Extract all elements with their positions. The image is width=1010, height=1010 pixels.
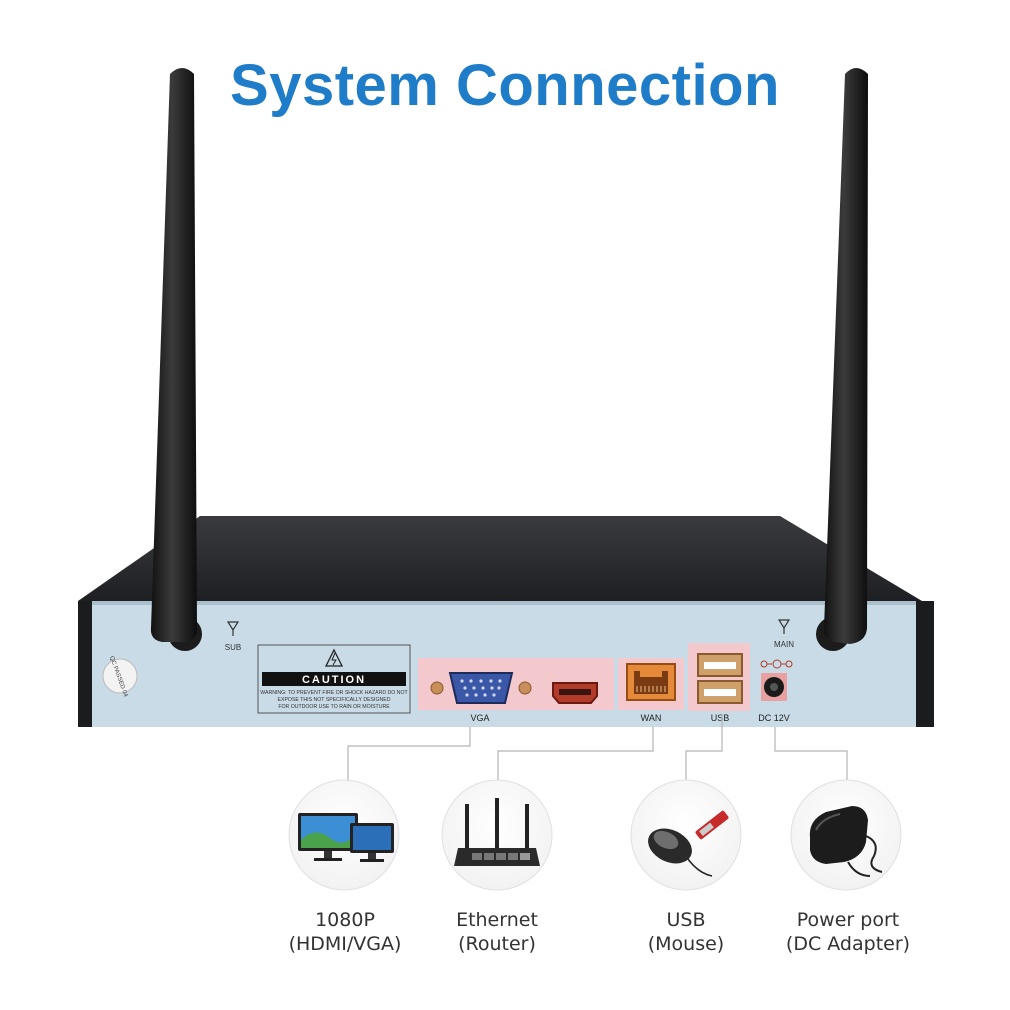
caution-line-3: FOR OUTDOOR USE TO RAIN OR MOISTURE — [278, 704, 390, 710]
wan-label: WAN — [641, 713, 662, 723]
nvr-top-cover — [78, 516, 922, 601]
caption-monitor-line1: 1080P — [315, 909, 375, 931]
mouse-icon — [648, 810, 729, 877]
connector-lines — [347, 714, 848, 780]
main-antenna-symbol-icon — [777, 619, 791, 634]
sub-label: SUB — [225, 643, 241, 652]
caption-power-line2: (DC Adapter) — [785, 933, 911, 955]
caution-line-1: WARNING: TO PREVENT FIRE OR SHOCK HAZARD… — [260, 690, 408, 696]
connection-icon-monitor — [288, 779, 400, 891]
caption-router: Ethernet (Router) — [422, 908, 572, 956]
caption-monitor: 1080P (HDMI/VGA) — [270, 908, 420, 956]
sub-antenna-symbol-icon — [226, 621, 240, 636]
connection-icon-router — [441, 779, 553, 891]
nvr-left-side — [78, 601, 94, 727]
vga-port — [430, 672, 532, 704]
vga-label: VGA — [470, 713, 489, 723]
qc-sticker: QC PASSED 04 — [102, 655, 138, 698]
warning-icon — [324, 648, 344, 667]
caption-usb: USB (Mouse) — [611, 908, 761, 956]
usb-label: USB — [711, 713, 730, 723]
caption-router-line1: Ethernet — [456, 909, 538, 931]
usb-ports — [697, 653, 743, 704]
dc-polarity-icon — [760, 659, 793, 669]
caution-line-2: EXPOSE THIS NOT SPECIFICALLY DESIGNED — [278, 697, 391, 703]
wan-port — [626, 663, 676, 701]
power-adapter-icon — [809, 806, 883, 877]
monitor-icon — [298, 813, 394, 862]
caution-label: CAUTION WARNING: TO PREVENT FIRE OR SHOC… — [257, 644, 411, 714]
main-label: MAIN — [774, 640, 794, 649]
caption-power: Power port (DC Adapter) — [768, 908, 928, 956]
hdmi-port — [552, 682, 598, 704]
sub-antenna — [150, 68, 198, 642]
page-title: System Connection — [230, 53, 780, 118]
dc-label: DC 12V — [758, 713, 790, 723]
caution-title: CAUTION — [302, 674, 366, 686]
router-icon — [454, 798, 540, 866]
connection-icon-power — [790, 779, 902, 891]
nvr-device: QC PASSED 04 SUB MAIN CAUTION WARNING: T… — [78, 516, 934, 727]
caption-power-line1: Power port — [796, 909, 900, 931]
caption-usb-line1: USB — [666, 909, 706, 931]
caption-monitor-line2: (HDMI/VGA) — [288, 933, 402, 955]
main-antenna — [823, 68, 868, 644]
connection-icon-mouse — [630, 779, 742, 891]
nvr-right-side — [916, 601, 934, 727]
caption-usb-line2: (Mouse) — [647, 933, 725, 955]
caption-router-line2: (Router) — [458, 933, 536, 955]
dc-port — [760, 659, 793, 701]
